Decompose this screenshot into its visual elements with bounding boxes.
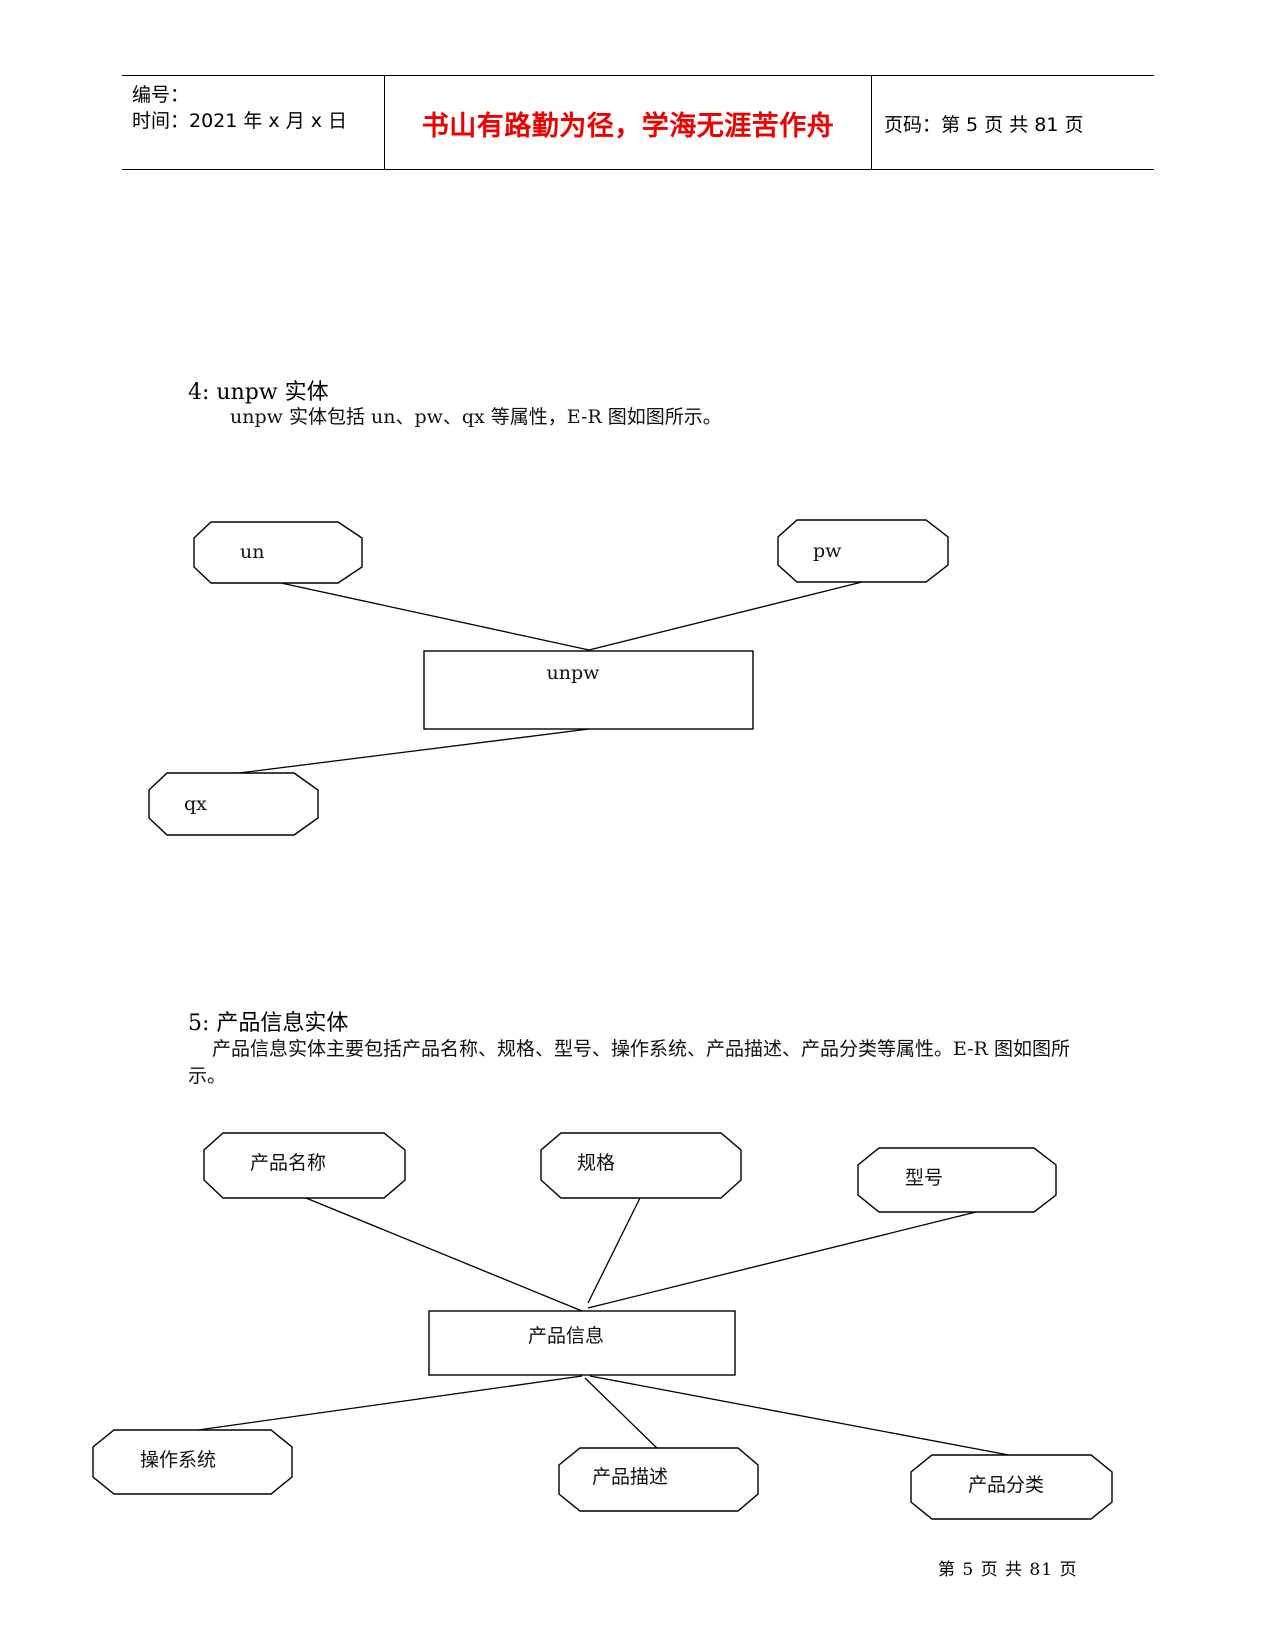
header-info-cell: 编号： 时间：2021 年 x 月 x 日 [122, 76, 385, 169]
section4-description: unpw 实体包括 un、pw、qx 等属性，E-R 图如图所示。 [230, 406, 722, 428]
connector-pw [588, 581, 863, 651]
attribute-un: un [193, 521, 363, 584]
serial-label: 编号： [132, 84, 190, 106]
header-page-label: 页码：第 5 页 共 81 页 [884, 114, 1084, 136]
header-page-cell: 页码：第 5 页 共 81 页 [872, 76, 1154, 169]
entity-unpw: unpw [423, 650, 754, 730]
section5-heading: 5: 产品信息实体 [188, 1011, 349, 1036]
connector-un [280, 582, 590, 651]
connector-product-name [305, 1197, 583, 1312]
attribute-spec: 规格 [540, 1132, 742, 1199]
connector-description [584, 1377, 661, 1452]
attribute-un-label: un [240, 541, 264, 563]
connector-model [587, 1210, 981, 1309]
attribute-spec-label: 规格 [577, 1152, 615, 1174]
section4-heading: 4: unpw 实体 [188, 380, 329, 405]
time-label: 时间：2021 年 x 月 x 日 [132, 110, 348, 132]
entity-product-info-label: 产品信息 [528, 1325, 604, 1347]
attribute-description-label: 产品描述 [592, 1466, 668, 1488]
connector-qx [238, 728, 590, 774]
header-motto-cell: 书山有路勤为径，学海无涯苦作舟 [385, 76, 872, 169]
entity-unpw-label: unpw [547, 662, 601, 684]
attribute-product-name-label: 产品名称 [250, 1152, 326, 1174]
attribute-os-label: 操作系统 [140, 1449, 216, 1471]
document-header: 编号： 时间：2021 年 x 月 x 日 书山有路勤为径，学海无涯苦作舟 页码… [122, 75, 1154, 170]
attribute-product-name: 产品名称 [203, 1132, 406, 1199]
attribute-qx-label: qx [184, 793, 207, 815]
connector-os [197, 1375, 583, 1431]
attribute-model: 型号 [857, 1147, 1057, 1213]
attribute-description: 产品描述 [558, 1447, 759, 1512]
connector-spec [587, 1197, 641, 1304]
attribute-category-label: 产品分类 [968, 1474, 1044, 1496]
attribute-os: 操作系统 [92, 1429, 293, 1495]
motto-text: 书山有路勤为径，学海无涯苦作舟 [421, 111, 835, 142]
attribute-model-label: 型号 [905, 1167, 943, 1189]
attribute-pw-label: pw [813, 540, 842, 562]
connector-category [589, 1375, 1015, 1457]
section5-description: 产品信息实体主要包括产品名称、规格、型号、操作系统、产品描述、产品分类等属性。E… [188, 1038, 1070, 1087]
attribute-pw: pw [777, 519, 949, 583]
footer-page-number: 第 5 页 共 81 页 [938, 1560, 1078, 1580]
attribute-qx: qx [148, 772, 319, 836]
attribute-category: 产品分类 [910, 1454, 1113, 1520]
entity-product-info: 产品信息 [428, 1310, 736, 1376]
